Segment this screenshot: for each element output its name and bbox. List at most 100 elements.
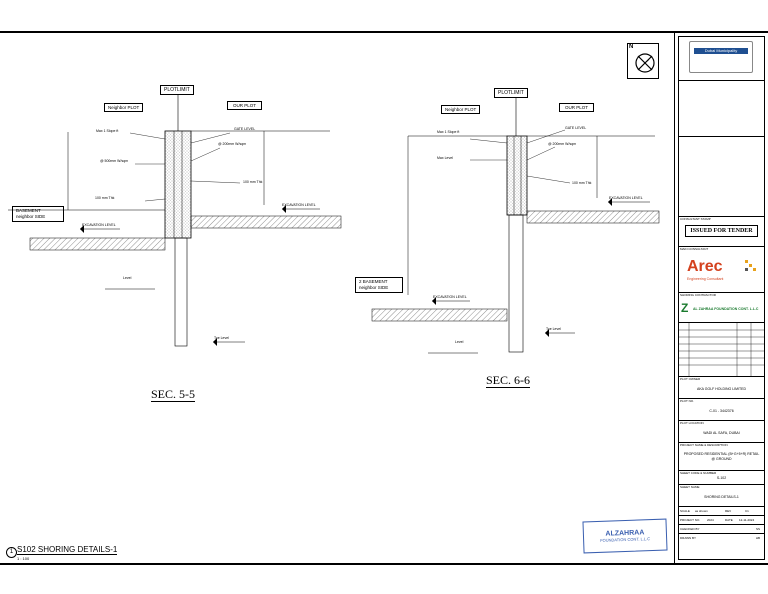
sections-drawing: Max 1 Slope ft @ 500mm W/sqm 100 mm Thk … [8,95,660,354]
basement-line-2: neighbor SIDE [16,214,46,219]
company-stamp: ALZAHRAA FOUNDATION CONT. L.L.C [582,518,668,554]
plot-location-value: WADI AL SAFA, DUBAI [703,431,740,435]
svg-text:Max 1 Slope ft: Max 1 Slope ft [96,129,118,133]
zf-logo-icon: Z [681,301,689,315]
consultant-stamp-label: CONSULTANT STAMP [680,217,711,221]
sheet-number: 1 [6,547,17,558]
svg-text:@ 200mm W/sqm: @ 200mm W/sqm [548,142,576,146]
plot-location-cell: PLOT LOCATION WADI AL SAFA, DUBAI [679,421,764,443]
basement-line-1: 2 BASEMENT [359,279,388,284]
sheet-name-cell: SHEET NAME SHORING DETAILS-1 [679,485,764,507]
neighbor-plot-label-left: Neighbor PLOT [104,103,144,112]
svg-text:100 mm Thk: 100 mm Thk [243,180,263,184]
excavation-level-right-right: EXCAVATION LEVEL [609,196,643,200]
project-no-row: PROJECT NO. 2024 DATE 12-11-2024 [679,516,764,525]
title-block: Dubai Municipality CONSULTANT STAMP ISSU… [674,33,768,563]
excavation-level-right-left: EXCAVATION LEVEL [282,203,316,207]
rev-value: C1 [745,509,749,513]
north-label: N [629,44,634,50]
section-5-5: Max 1 Slope ft @ 500mm W/sqm 100 mm Thk … [8,95,342,347]
plot-limit-label-right: PLOTLIMIT [494,88,528,98]
drawing-sheet: Max 1 Slope ft @ 500mm W/sqm 100 mm Thk … [0,31,768,565]
drawn-label: DRAWN BY [680,536,697,540]
checked-label: CHECKED BY [680,527,700,531]
issued-for-tender: ISSUED FOR TENDER [685,225,758,237]
authority-name: Dubai Municipality [694,48,748,54]
sheet-code-value: S-102 [716,476,727,480]
checked-value: SS [755,527,760,531]
consultant-stamp-cell: CONSULTANT STAMP ISSUED FOR TENDER [679,217,764,247]
drawn-row: DRAWN BY HB [679,534,764,543]
sheet-code-label: SHEET CODE & NUMBER [680,471,717,475]
arec-subtitle: Engineering Consultant [687,277,724,281]
toe-level-right: Toe Level [546,327,561,331]
north-arrow: N [627,43,659,79]
neighbor-soil-hatch [371,308,508,322]
authority-cell: Dubai Municipality [679,37,764,81]
stamp-line2: FOUNDATION CONT. L.L.C [600,536,651,543]
sheet-title: S102 SHORING DETAILS-1 [17,545,118,555]
scale-label: SCALE [680,509,690,513]
sheet-name-value: SHORING DETAILS-1 [704,495,739,499]
plot-limit-label-left: PLOTLIMIT [160,85,194,95]
svg-text:GATE LEVEL: GATE LEVEL [565,126,586,130]
rev-label: REV [725,509,732,513]
sheet-scale: 1 : 100 [17,556,30,561]
plot-owner-label: PLOT OWNER [680,377,701,381]
pile-toe [508,214,524,353]
revision-grid [679,323,765,377]
sheet-name-label: SHEET NAME [680,485,700,489]
svg-text:@ 500mm W/sqm: @ 500mm W/sqm [100,159,128,163]
project-cell: PROJECT NAME & DESCRIPTION PROPOSED RESI… [679,443,764,471]
basement-label-left: BASEMENT neighbor SIDE [12,206,64,222]
svg-text:Max Level: Max Level [437,156,453,160]
contractor-cell: SHORING CONTRACTOR Z AL ZAHRAA FOUNDATIO… [679,293,764,323]
basement-line-1: BASEMENT [16,208,41,213]
drawn-value: HB [755,536,760,540]
shoring-pile [506,135,528,216]
blank-cell-2 [679,137,764,217]
scale-value: as shown [695,509,708,513]
revision-table [679,323,765,377]
checked-row: CHECKED BY SS [679,525,764,534]
project-no-label: PROJECT NO. [680,518,701,522]
scale-rev-row: SCALE as shown REV C1 [679,507,764,516]
toe-level-left: Toe Level [214,336,229,340]
date-label: DATE [725,518,733,522]
svg-text:Level: Level [455,340,464,344]
our-plot-label-right: OUR PLOT [559,103,595,112]
arec-logo: Arec [687,258,723,275]
contractor-name: AL ZAHRAA FOUNDATION CONT. L.L.C [693,307,759,311]
project-value: PROPOSED RESIDENTIAL (B+G+5+R) RETAIL @ … [683,452,760,461]
svg-text:100 mm Thk: 100 mm Thk [572,181,592,185]
contractor-label: SHORING CONTRACTOR [680,293,716,297]
plot-location-label: PLOT LOCATION [680,421,704,425]
basement-label-right: 2 BASEMENT neighbor SIDE [355,277,403,293]
blank-cell-1 [679,81,764,137]
our-soil-hatch [526,210,660,224]
svg-text:100 mm Thk: 100 mm Thk [95,196,115,200]
section-title-right: SEC. 6-6 [486,373,531,388]
basement-line-2: neighbor SIDE [359,285,389,290]
date-value: 12-11-2024 [739,518,755,522]
plot-no-value: C-01 - 3442376 [709,409,734,413]
shoring-pile [164,130,192,239]
main-consultant-cell: MAIN CONSULTANT Arec Engineering Consult… [679,247,764,293]
plot-no-label: PLOT NO. [680,399,694,403]
svg-text:@ 200mm W/sqm: @ 200mm W/sqm [218,142,246,146]
drawing-area: Max 1 Slope ft @ 500mm W/sqm 100 mm Thk … [0,33,674,563]
arec-mark-icon [745,260,757,272]
main-consultant-label: MAIN CONSULTANT [680,247,709,251]
excavation-level-left: EXCAVATION LEVEL [82,223,116,227]
svg-text:Max 1 Slope ft: Max 1 Slope ft [437,130,459,134]
neighbor-soil-hatch [29,237,166,251]
plot-owner-value: AKA GOLF HOLDING LIMITED [696,387,746,391]
project-no-value: 2024 [707,518,714,522]
compass-icon [635,53,655,73]
our-plot-label-left: OUR PLOT [227,101,263,110]
svg-text:Level: Level [123,276,132,280]
sheet-code-cell: SHEET CODE & NUMBER S-102 [679,471,764,485]
our-soil-hatch [190,215,342,229]
project-label: PROJECT NAME & DESCRIPTION [680,443,728,447]
section-title-left: SEC. 5-5 [151,387,196,402]
